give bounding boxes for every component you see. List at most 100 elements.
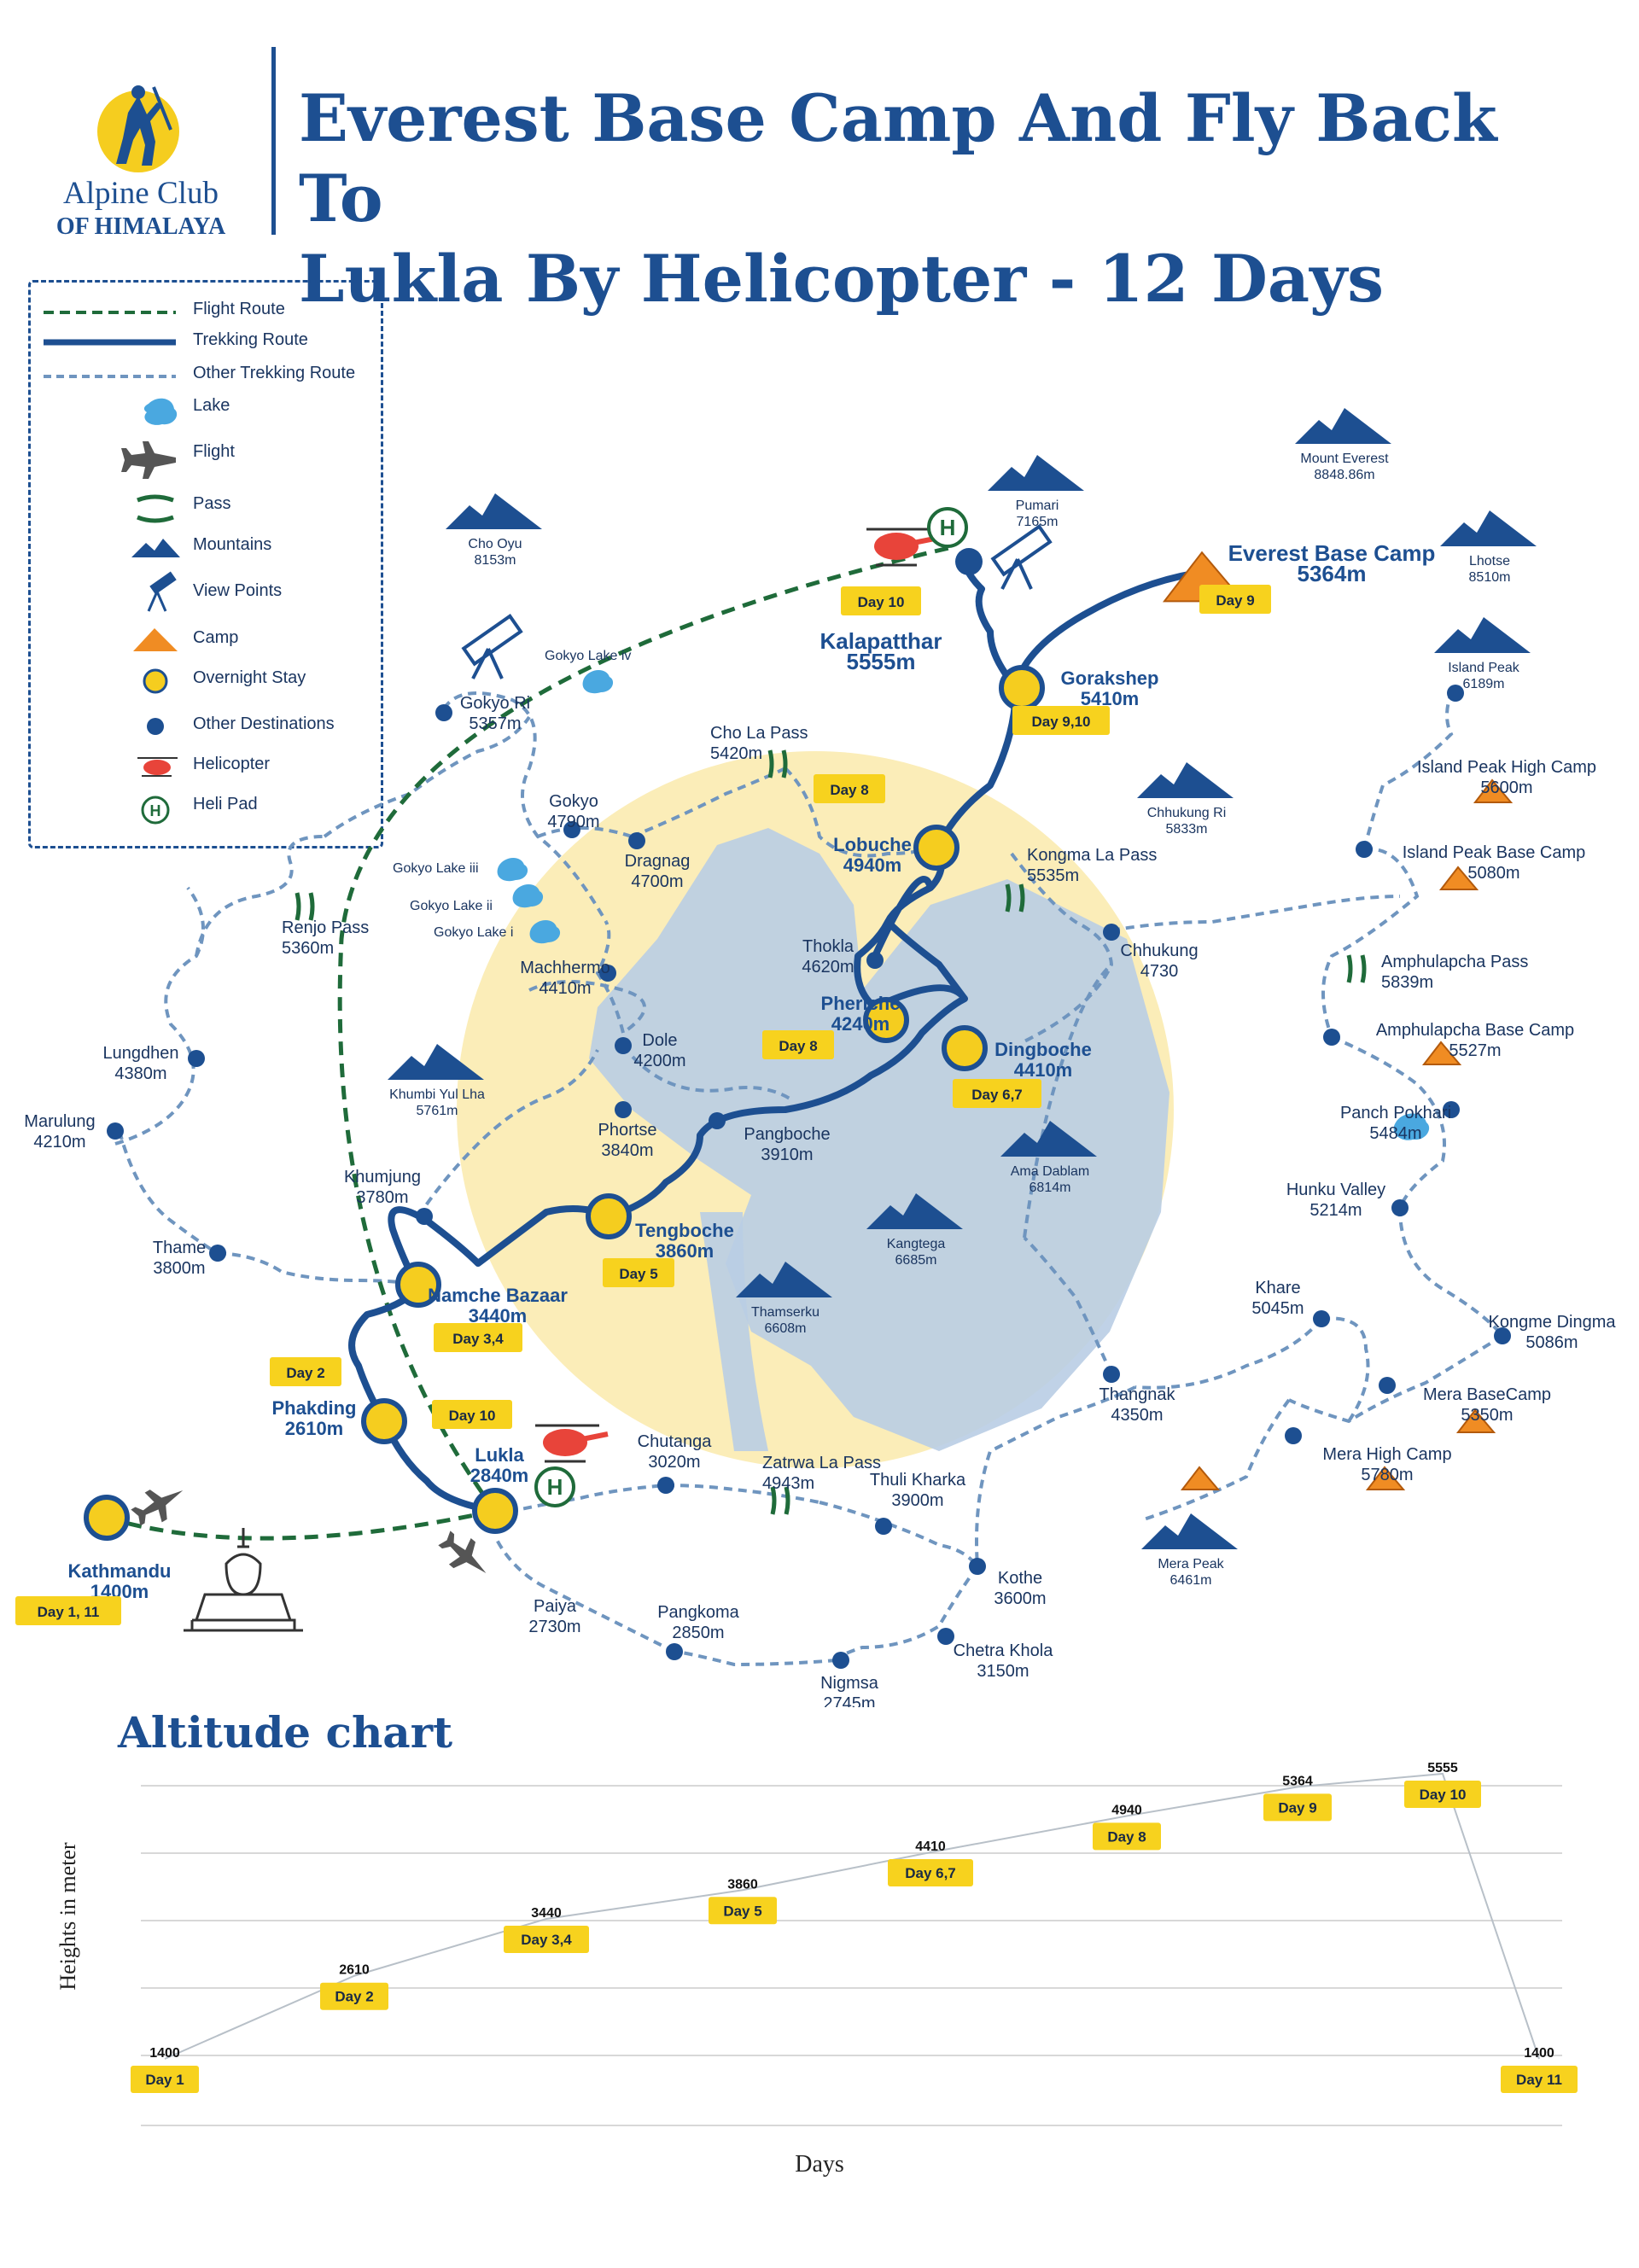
khumjung-dot [416,1208,433,1225]
lhotse-mountain-name: Lhotse [1469,554,1510,568]
legend-label-mountains: Mountains [193,535,272,554]
thangnak-dot [1103,1366,1120,1383]
phortse-name: Phortse [598,1121,657,1140]
mera-peak-mountain-alt: 6461m [1170,1573,1212,1588]
tengboche-alt: 3860m [656,1240,715,1262]
pumari-mountain-name: Pumari [1016,498,1059,513]
gokyo-lake-iii-label: Gokyo Lake iii [393,861,479,876]
namche-bazaar-alt: 3440m [469,1305,528,1326]
cho-oyu-mountain-alt: 8153m [475,553,516,568]
chart-point-badge [320,1982,388,2010]
gokyo-lake-iii-icon [497,857,528,882]
alpine-club-logo [97,85,179,172]
pheriche-name: Pheriche [821,993,901,1014]
telescope-icon [147,571,177,612]
lobuche-name: Lobuche [833,834,912,855]
ama-dablam-mountain-icon [1000,1121,1097,1157]
other-route-6 [417,1049,599,1218]
chhukung-alt: 4730 [1140,962,1179,981]
island-peak-base-camp-dot [1356,841,1373,858]
chhukung-name: Chhukung [1120,942,1198,960]
legend-label-flight: Flight [193,442,235,461]
other-route-23 [1134,1317,1323,1390]
lobuche-day-label: Day 8 [830,782,868,798]
phakding-alt: 2610m [285,1418,344,1439]
kalapatthar-alt: 5555m [847,649,916,674]
thame-alt: 3800m [153,1259,205,1278]
thokla-alt: 4620m [802,958,854,977]
everest-base-camp-alt: 5364m [1298,561,1367,586]
legend-label-trekking-route: Trekking Route [193,330,308,349]
other-route-14 [1010,852,1114,1043]
kalapatthar-day-badge [841,586,921,615]
chhukung-dot [1103,924,1120,941]
other-route-8 [595,921,625,1034]
other-route-18 [1331,1035,1446,1209]
other-route-3 [217,1251,419,1286]
thangnak-name: Thangnak [1099,1385,1176,1404]
thuli-kharka-dot [875,1518,892,1535]
renjo-pass-name: Renjo Pass [282,918,369,937]
other-route-10 [442,691,608,923]
ama-dablam-mountain-name: Ama Dablam [1011,1164,1089,1179]
lake-icon [143,398,178,425]
chart-value-label: 3440 [531,1906,562,1921]
panch-pokhari-alt: 5484m [1369,1124,1421,1143]
chart-point-badge [888,1859,973,1887]
pumari-mountain-icon [988,455,1084,491]
kalapatthar-name: Kalapatthar [820,628,942,654]
gokyo-lake-i-label: Gokyo Lake i [434,925,513,940]
helipad-letter: H [547,1474,563,1500]
pass-mark-left [767,749,774,778]
khumbi-yul-lha-mountain-alt: 5761m [417,1104,458,1118]
chart-value-label: 4410 [915,1839,946,1854]
chart-point-badge [709,1897,777,1925]
mera-basecamp-alt: 5350m [1461,1406,1513,1425]
title-line-1: Everest Base Camp And Fly Back To [299,80,1497,236]
gokyo-lake-i-icon [529,919,561,944]
mera-peak-mountain-icon [1141,1513,1238,1549]
telescope-leg [1016,558,1033,590]
thamserku-mountain-name: Thamserku [751,1305,820,1320]
chart-category-label: Day 2 [335,1989,373,2005]
page-title: Everest Base Camp And Fly Back To Lukla … [299,79,1579,319]
telescope-icon [461,614,523,679]
other-route-24 [975,1385,1136,1567]
cho-la-pass-alt: 5420m [710,744,762,763]
pheriche-alt: 4240m [831,1013,890,1035]
lukla-alt: 2840m [470,1465,529,1486]
marulung-name: Marulung [24,1112,95,1131]
kalapatthar-day-label: Day 10 [858,594,905,610]
gorakshep-alt: 5410m [1081,688,1140,709]
tengboche-stay-dot [586,1193,632,1239]
chutanga-alt: 3020m [648,1453,700,1472]
amphulapcha-pass-name: Amphulapcha Pass [1381,953,1528,971]
kongme-dingma-name: Kongme Dingma [1489,1313,1617,1332]
pass-mark-right [1360,954,1367,983]
marulung-dot [107,1122,124,1140]
hunku-valley-name: Hunku Valley [1286,1181,1385,1199]
lobuche-day-badge [814,774,885,803]
dingboche-day-label: Day 6,7 [971,1087,1023,1103]
phakding-day-label: Day 2 [286,1365,324,1381]
lukla-day-badge [432,1400,512,1429]
cho-la-pass-name: Cho La Pass [710,724,808,743]
airplane-icon [131,1490,184,1526]
chart-category-label: Day 11 [1516,2072,1562,2088]
island-peak-mountain-name: Island Peak [1448,661,1520,675]
everest-base-camp-day-label: Day 9 [1216,592,1254,609]
chart-point-badge [1501,2066,1578,2093]
trekking-route [348,556,1207,1514]
kathmandu-name: Kathmandu [68,1560,172,1582]
kongma-la-pass-name: Kongma La Pass [1027,846,1157,865]
amphulapcha-pass-alt: 5839m [1381,973,1433,992]
lungdhen-dot [188,1050,205,1067]
chetra-khola-name: Chetra Khola [954,1641,1054,1660]
chart-category-label: Day 1 [145,2072,184,2088]
island-peak-high-camp-dot [1447,685,1464,702]
other-route-27 [493,1536,675,1653]
helicopter-body [874,533,919,560]
helipad-icon: H [927,507,968,548]
legend-label-other-trekking-route: Other Trekking Route [193,364,356,382]
dole-name: Dole [642,1031,677,1050]
